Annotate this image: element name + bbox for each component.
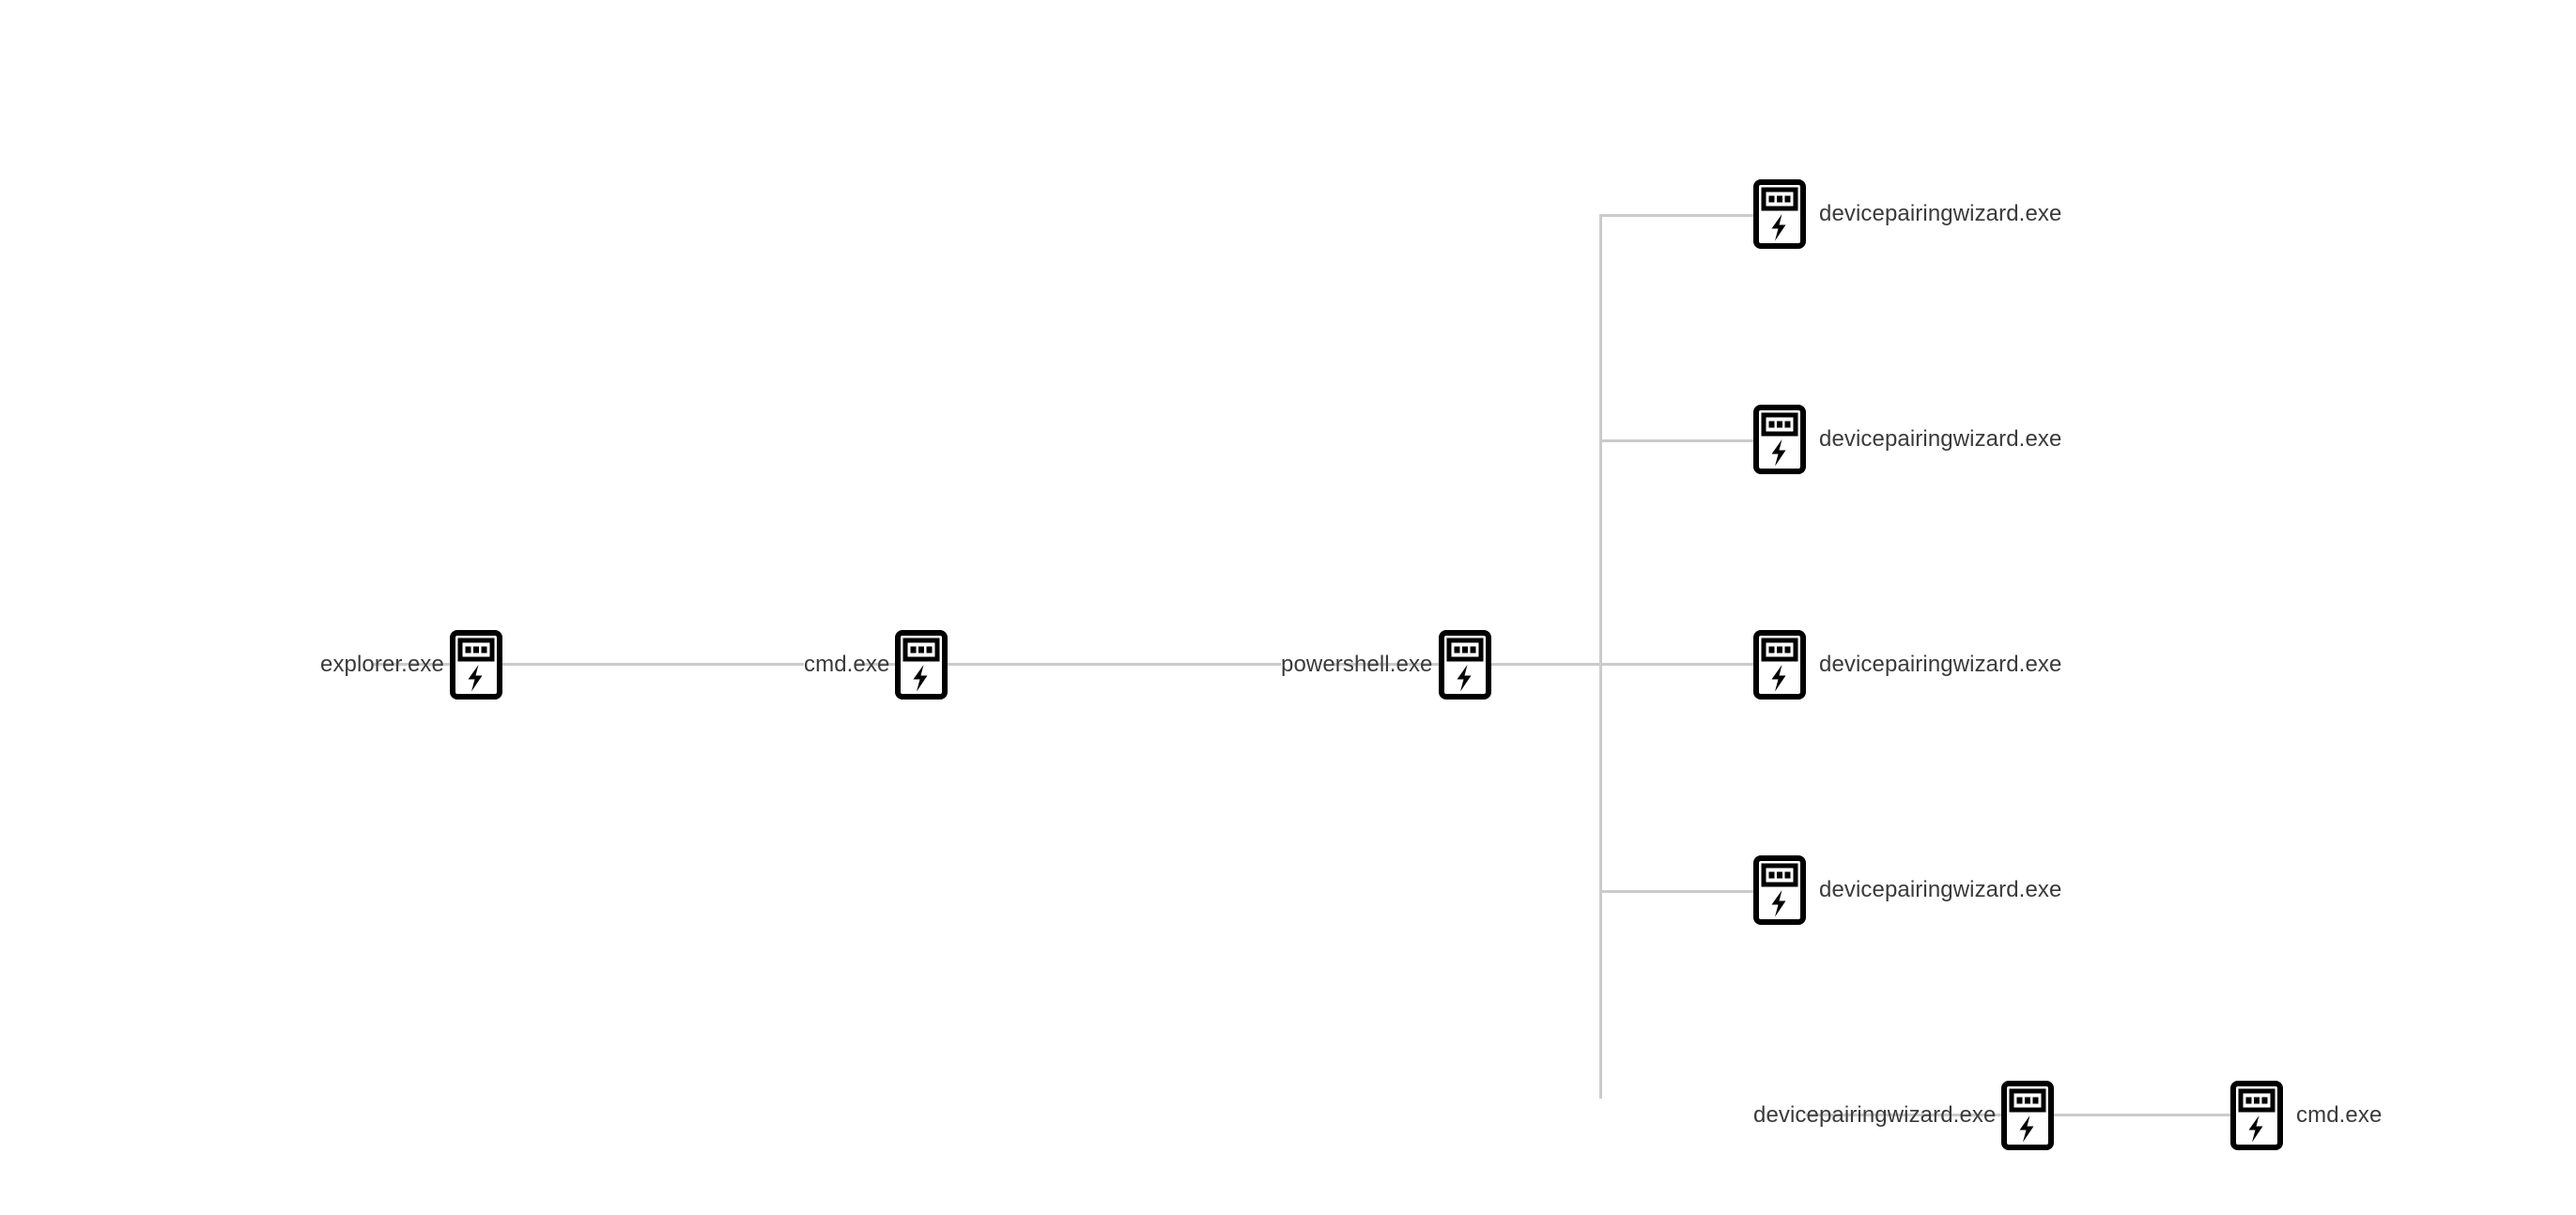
- executable-process-icon: [2001, 1081, 2054, 1150]
- connector-e-cmd1-powershell: [856, 663, 1281, 666]
- connector-e-powershell-dpw3: [1334, 663, 1753, 666]
- process-node-label: cmd.exe: [2296, 1102, 2383, 1128]
- process-node-dpw-3[interactable]: devicepairingwizard.exe: [1753, 630, 2061, 700]
- process-node-label: cmd.exe: [804, 652, 890, 677]
- process-node-label: explorer.exe: [320, 652, 444, 677]
- process-node-powershell[interactable]: powershell.exe: [1281, 630, 1491, 700]
- connector-e-branch-dpw4: [1599, 890, 1753, 893]
- executable-process-icon: [2230, 1081, 2283, 1150]
- process-node-label: devicepairingwizard.exe: [1819, 426, 2062, 452]
- process-node-dpw-2[interactable]: devicepairingwizard.exe: [1753, 405, 2061, 474]
- executable-process-icon: [1753, 855, 1806, 925]
- executable-process-icon: [1439, 630, 1491, 700]
- process-node-cmd-1[interactable]: cmd.exe: [804, 630, 948, 700]
- connector-e-branch-dpw1: [1599, 214, 1753, 217]
- connector-e-branch-dpw2: [1599, 439, 1753, 442]
- process-node-explorer[interactable]: explorer.exe: [320, 630, 502, 700]
- process-node-label: powershell.exe: [1281, 652, 1433, 677]
- executable-process-icon: [450, 630, 502, 700]
- process-node-dpw-5[interactable]: devicepairingwizard.exe: [1753, 1081, 2054, 1150]
- process-node-label: devicepairingwizard.exe: [1819, 877, 2062, 902]
- executable-process-icon: [1753, 630, 1806, 700]
- process-node-label: devicepairingwizard.exe: [1819, 652, 2062, 677]
- process-node-label: devicepairingwizard.exe: [1753, 1102, 1997, 1128]
- connector-e-explorer-cmd1: [373, 663, 804, 666]
- executable-process-icon: [1753, 179, 1806, 249]
- executable-process-icon: [1753, 405, 1806, 474]
- process-node-label: devicepairingwizard.exe: [1819, 201, 2062, 226]
- process-node-dpw-4[interactable]: devicepairingwizard.exe: [1753, 855, 2061, 925]
- executable-process-icon: [895, 630, 948, 700]
- process-node-dpw-1[interactable]: devicepairingwizard.exe: [1753, 179, 2061, 249]
- connector-e-trunk: [1599, 214, 1602, 1099]
- process-node-cmd-2[interactable]: cmd.exe: [2230, 1081, 2382, 1150]
